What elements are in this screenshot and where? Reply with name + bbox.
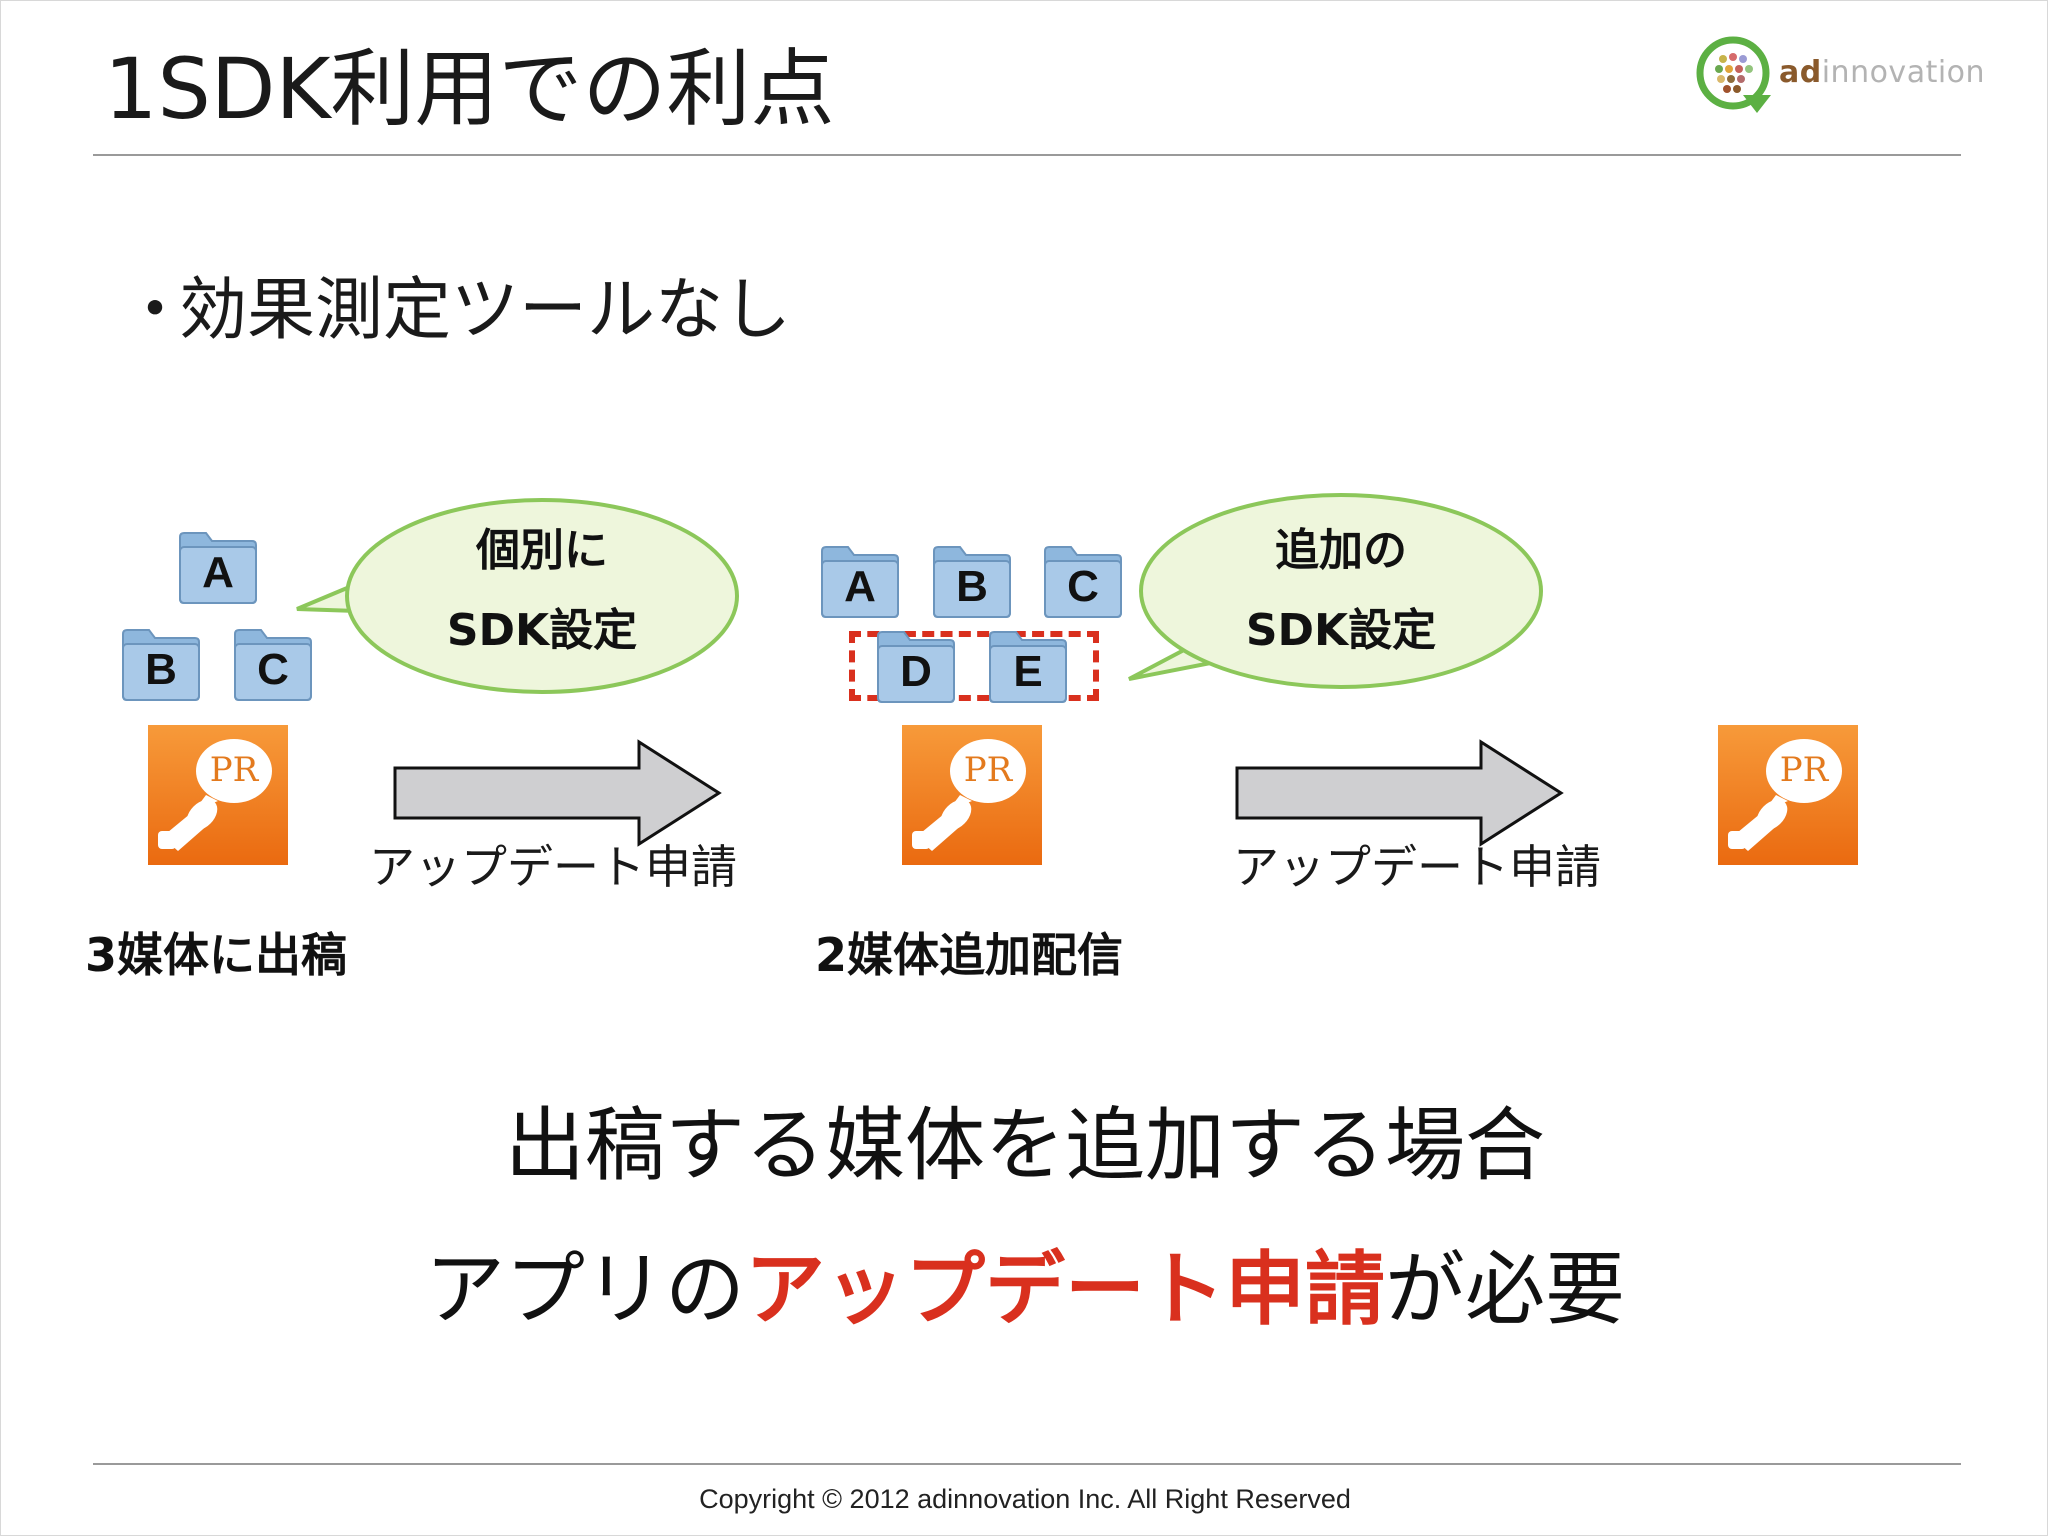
slide-title: 1SDK利用での利点 <box>104 40 835 138</box>
arrow-label: アップデート申請 <box>1233 840 1601 894</box>
copyright-text: Copyright © 2012 adinnovation Inc. All R… <box>699 1484 1351 1514</box>
bullet-text: 効果測定ツールなし <box>179 271 792 350</box>
bullet-point: ・効果測定ツールなし <box>121 261 791 361</box>
speech-bubble-left: 個別に SDK設定 <box>296 491 747 701</box>
folder-icon: B <box>119 626 203 704</box>
conclusion-prefix: アプリの <box>425 1243 745 1336</box>
logo-wordmark: adinnovation <box>1779 55 1986 90</box>
bullet-dot-icon: ・ <box>121 271 190 350</box>
conclusion-line1: 出稿する媒体を追加する場合 <box>505 1099 1545 1192</box>
folder-icon: C <box>231 626 315 704</box>
pr-icon-label: PR <box>1779 750 1829 790</box>
pr-app-icon: PR <box>148 725 288 865</box>
right-arrow-icon <box>1235 738 1565 848</box>
step1-label: 3媒体に出稿 <box>85 928 348 982</box>
bubble-left-line2: SDK設定 <box>446 605 638 656</box>
arrow-label: アップデート申請 <box>369 840 737 894</box>
folder-label: B <box>145 645 177 694</box>
folder-label: C <box>1067 562 1099 611</box>
speech-bubble-right: 追加の SDK設定 <box>1121 491 1551 691</box>
bubble-left-line1: 個別に <box>476 525 608 576</box>
folder-label: A <box>202 548 234 597</box>
folder-label: B <box>956 562 988 611</box>
conclusion-line2: アプリのアップデート申請が必要 <box>1 1235 2048 1345</box>
pr-app-icon: PR <box>902 725 1042 865</box>
pr-app-icon: PR <box>1718 725 1858 865</box>
folder-icon: A <box>818 543 902 621</box>
company-logo: adinnovation <box>1691 33 1985 123</box>
folder-icon: A <box>176 529 260 607</box>
pr-icon-label: PR <box>209 750 259 790</box>
step2-label: 2媒体追加配信 <box>815 928 1124 982</box>
logo-ring-icon <box>1696 36 1771 113</box>
right-arrow-icon <box>393 738 723 848</box>
conclusion-highlight: アップデート申請 <box>745 1243 1385 1336</box>
folder-label: D <box>900 647 932 696</box>
folder-label: E <box>1013 647 1043 696</box>
bubble-right-line1: 追加の <box>1275 525 1407 576</box>
added-media-highlight <box>849 631 1099 701</box>
folder-icon: D <box>874 628 958 706</box>
folder-label: C <box>257 645 289 694</box>
pr-icon-label: PR <box>963 750 1013 790</box>
folder-icon: E <box>986 628 1070 706</box>
folder-icon: C <box>1041 543 1125 621</box>
title-divider <box>93 154 1961 156</box>
conclusion-suffix: が必要 <box>1385 1243 1625 1336</box>
bubble-right-line2: SDK設定 <box>1245 605 1437 656</box>
folder-icon: B <box>930 543 1014 621</box>
footer-divider <box>93 1463 1961 1465</box>
folder-label: A <box>844 562 876 611</box>
